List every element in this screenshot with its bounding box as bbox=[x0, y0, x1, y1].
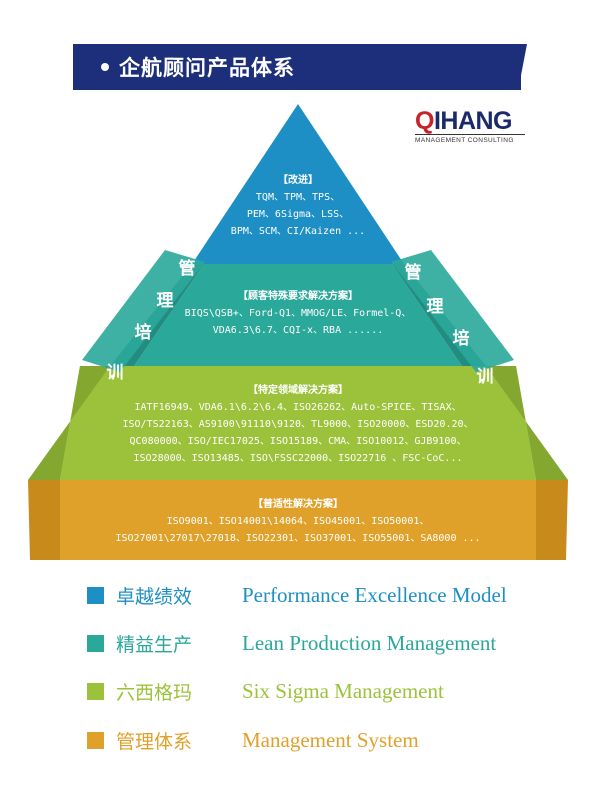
legend-item-six-sigma: 六西格玛 Six Sigma Management bbox=[87, 676, 444, 706]
tier-3-left-side bbox=[28, 366, 110, 480]
tier-3-face bbox=[60, 366, 536, 480]
legend-swatch bbox=[87, 682, 104, 700]
tier-3-line: QC080000、ISO/IEC17025、ISO15189、CMA、ISO10… bbox=[129, 436, 467, 447]
tier-4-face bbox=[60, 480, 536, 560]
left-side-char: 培 bbox=[134, 323, 152, 343]
logo-brand: QIHANG bbox=[415, 107, 513, 135]
right-side-char: 训 bbox=[476, 367, 494, 387]
tier-4-heading: 【普适性解决方案】 bbox=[253, 499, 343, 510]
legend-swatch bbox=[87, 731, 104, 749]
legend-item-performance: 卓越绩效 Performance Excellence Model bbox=[87, 580, 507, 610]
tier-1-line: BPM、SCM、CI/Kaizen ... bbox=[230, 226, 366, 237]
tier-3-heading: 【特定领域解决方案】 bbox=[248, 385, 348, 396]
tier-3-right-side bbox=[486, 366, 568, 480]
page-title: 企航顾问产品体系 bbox=[119, 56, 295, 80]
tier-4-line: ISO9001、ISO14001\14064、ISO45001、ISO50001… bbox=[166, 516, 430, 527]
company-logo: QIHANG MANAGEMENT CONSULTING bbox=[415, 108, 525, 144]
right-training-band bbox=[391, 250, 514, 372]
legend-cn-label: 精益生产 bbox=[116, 633, 193, 656]
tier-4-text: 【普适性解决方案】 ISO9001、ISO14001\14064、ISO4500… bbox=[66, 496, 530, 547]
tier-4-line: ISO27001\27017\27018、ISO22301、ISO37001、I… bbox=[115, 533, 481, 544]
right-side-char: 培 bbox=[452, 329, 470, 349]
left-side-char: 理 bbox=[156, 291, 174, 311]
legend-cn-label: 管理体系 bbox=[116, 730, 193, 753]
tier-3-text: 【特定领域解决方案】 IATF16949、VDA6.1\6.2\6.4、ISO2… bbox=[88, 382, 508, 467]
left-side-char: 训 bbox=[106, 363, 124, 383]
tier-1-face bbox=[192, 104, 404, 264]
tier-3-line: ISO/TS22163、AS9100\91110\9120、TL9000、ISO… bbox=[122, 419, 474, 430]
tier-2-face bbox=[134, 264, 462, 366]
legend-cn-label: 六西格玛 bbox=[116, 681, 193, 704]
tier-2-line: VDA6.3\6.7、CQI-x、RBA ...... bbox=[212, 325, 384, 336]
left-side-char: 管 bbox=[178, 259, 196, 279]
tier-4-left-side bbox=[28, 480, 60, 560]
tier-1-line: TQM、TPM、TPS、 bbox=[255, 192, 341, 203]
tier-4-right-side bbox=[536, 480, 568, 560]
tier-3-line: ISO28000、ISO13485、ISO\FSSC22000、ISO22716… bbox=[133, 453, 463, 464]
tier-2-text: 【顾客特殊要求解决方案】 BIQS\QSB+、Ford-Q1、MMOG/LE、F… bbox=[150, 288, 446, 339]
bullet-dot bbox=[101, 63, 109, 71]
legend-item-lean: 精益生产 Lean Production Management bbox=[87, 628, 496, 658]
legend-swatch bbox=[87, 634, 104, 652]
tier-2-heading: 【顾客特殊要求解决方案】 bbox=[238, 291, 358, 302]
title-banner: 企航顾问产品体系 bbox=[73, 44, 521, 90]
right-side-char: 理 bbox=[426, 297, 444, 317]
tier-1-text: 【改进】 TQM、TPM、TPS、 PEM、6Sigma、LSS、 BPM、SC… bbox=[200, 172, 396, 240]
legend-en-label: Performance Excellence Model bbox=[242, 582, 507, 607]
right-side-char: 管 bbox=[404, 263, 422, 283]
left-training-band bbox=[82, 250, 205, 372]
legend-en-label: Management System bbox=[242, 727, 419, 752]
legend-item-management-system: 管理体系 Management System bbox=[87, 725, 419, 755]
tier-1-line: PEM、6Sigma、LSS、 bbox=[246, 209, 350, 220]
tier-2-line: BIQS\QSB+、Ford-Q1、MMOG/LE、Formel-Q、 bbox=[184, 308, 412, 319]
legend-cn-label: 卓越绩效 bbox=[116, 585, 193, 608]
logo-subtitle: MANAGEMENT CONSULTING bbox=[415, 134, 525, 144]
legend-en-label: Lean Production Management bbox=[242, 630, 497, 655]
legend-en-label: Six Sigma Management bbox=[242, 678, 444, 703]
tier-1-heading: 【改进】 bbox=[278, 175, 318, 186]
legend-swatch bbox=[87, 586, 104, 604]
tier-3-line: IATF16949、VDA6.1\6.2\6.4、ISO26262、Auto-S… bbox=[134, 402, 462, 413]
